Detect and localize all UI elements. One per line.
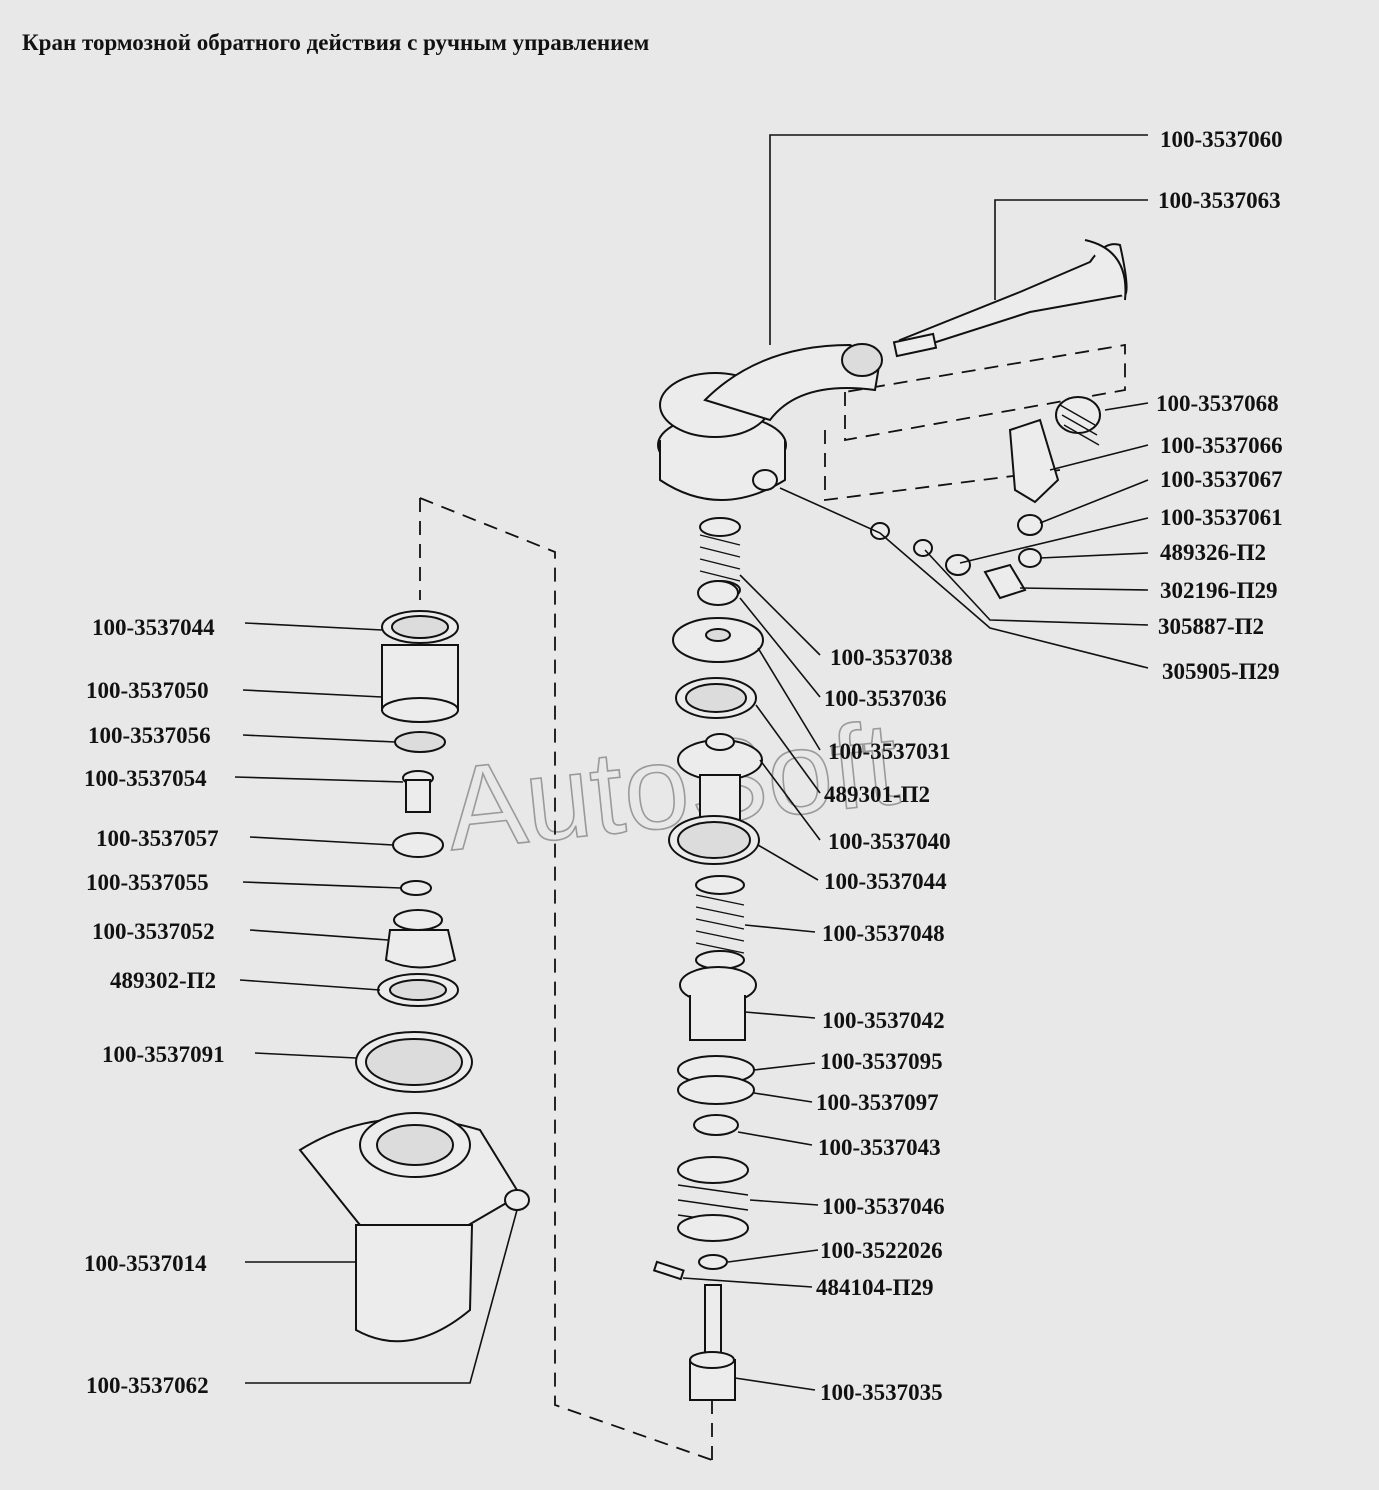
part-label: 100-3537097	[816, 1090, 939, 1115]
small-right-parts	[870, 396, 1101, 600]
hand-control-lever	[892, 239, 1128, 358]
part-label: 100-3537050	[86, 678, 209, 703]
part-label: 484104-П29	[816, 1275, 934, 1300]
part-label: 100-3537031	[828, 739, 951, 764]
part-label: 100-3537057	[96, 826, 219, 851]
part-label: 489301-П2	[824, 782, 930, 807]
part-label: 100-3537044	[92, 615, 215, 640]
part-label: 100-3537061	[1160, 505, 1283, 530]
part-label: 100-3537042	[822, 1008, 945, 1033]
top-cover-housing	[657, 343, 883, 501]
labels-left: 100-3537044 100-3537050 100-3537056 100-…	[84, 615, 225, 1398]
part-label: 100-3537048	[822, 921, 945, 946]
assembly-guide-lines	[419, 343, 1126, 1461]
part-label: 100-3537038	[830, 645, 953, 670]
left-column-parts	[298, 610, 530, 1343]
part-label: 100-3537055	[86, 870, 209, 895]
labels-center: 100-3537038 100-3537036 100-3537031 4893…	[816, 645, 953, 1405]
part-label: 100-3537068	[1156, 391, 1279, 416]
part-label: 100-3537066	[1160, 433, 1283, 458]
part-label: 489302-П2	[110, 968, 216, 993]
part-label: 100-3537063	[1158, 188, 1281, 213]
part-label: 302196-П29	[1160, 578, 1278, 603]
part-label: 100-3537052	[92, 919, 215, 944]
part-label: 100-3537054	[84, 766, 207, 791]
part-label: 305887-П2	[1158, 614, 1264, 639]
part-label: 100-3537046	[822, 1194, 945, 1219]
part-label: 100-3537043	[818, 1135, 941, 1160]
diagram-title: Кран тормозной обратного действия с ручн…	[22, 30, 650, 55]
part-label: 100-3537067	[1160, 467, 1283, 492]
part-label: 100-3522026	[820, 1238, 943, 1263]
part-label: 100-3537091	[102, 1042, 225, 1067]
part-label: 305905-П29	[1162, 659, 1280, 684]
part-label: 100-3537056	[88, 723, 211, 748]
part-label: 100-3537040	[828, 829, 951, 854]
part-label: 100-3537035	[820, 1380, 943, 1405]
part-label: 100-3537062	[86, 1373, 209, 1398]
part-label: 489326-П2	[1160, 540, 1266, 565]
center-column-parts	[652, 517, 764, 1401]
leader-lines	[234, 134, 1149, 1391]
part-label: 100-3537095	[820, 1049, 943, 1074]
part-label: 100-3537014	[84, 1251, 207, 1276]
part-label: 100-3537060	[1160, 127, 1283, 152]
part-label: 100-3537036	[824, 686, 947, 711]
part-label: 100-3537044	[824, 869, 947, 894]
labels-right-top: 100-3537060 100-3537063 100-3537068 100-…	[1156, 127, 1283, 684]
